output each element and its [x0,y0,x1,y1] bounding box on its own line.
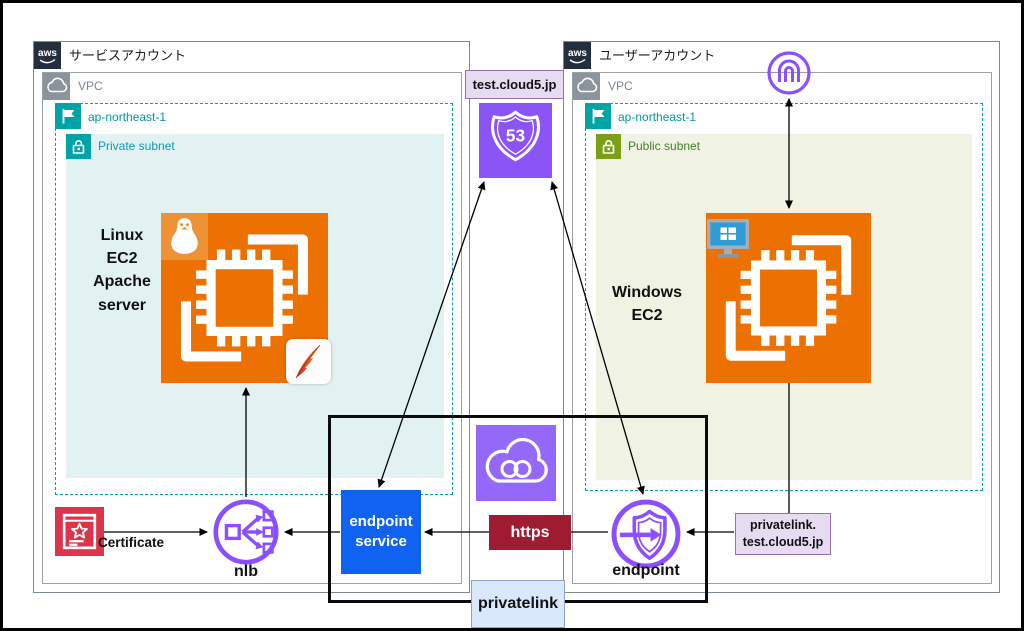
https-label: https [510,523,550,541]
vpc-cloud-icon [573,73,600,100]
public-subnet-label: Public subnet [628,139,701,153]
private-subnet-lock-icon [66,134,91,159]
certificate-label: Certificate [98,535,165,550]
apache-feather-icon [286,339,331,384]
windows-ec2-label: Windows EC2 [611,284,683,325]
private-subnet-label: Private subnet [98,139,175,153]
linux-tux-icon [161,213,208,260]
privatelink-group-label: privatelink [471,580,565,628]
windows-logo-icon [704,217,754,263]
vpc-cloud-icon [43,73,70,100]
https-label-box: https [489,515,571,550]
nlb-label: nlb [234,563,258,580]
ec2-chip-icon [725,235,852,361]
route53-badge-text: 53 [506,126,525,146]
svg-text:aws: aws [38,48,57,59]
internet-gateway-icon [767,51,811,95]
vpc-endpoint-icon [610,498,682,570]
vpc-label: VPC [608,79,633,93]
vpc-label: VPC [78,79,103,93]
aws-logo-icon: aws [34,42,61,69]
linux-ec2-instance [161,213,331,384]
route53-shield-icon: 53 [479,103,552,178]
windows-ec2-instance [706,213,871,383]
endpoint-label: endpoint [612,562,680,579]
user-account-title: ユーザーアカウント [599,48,716,63]
certificate-icon [55,507,104,556]
region-flag-icon [55,103,81,129]
linux-ec2-label: Linux EC2 Apache server [93,227,151,314]
region-label: ap-northeast-1 [88,110,167,124]
route53-domain-label: test.cloud5.jp [465,70,564,99]
privatelink-domain-label: privatelink. test.cloud5.jp [735,513,831,555]
privatelink-cloud-icon [476,425,556,501]
ec2-chip-icon [181,234,308,362]
aws-logo-icon: aws [564,42,591,69]
endpoint-service-box: endpoint service [341,490,421,574]
region-label: ap-northeast-1 [618,110,697,124]
service-account-title: サービスアカウント [69,48,187,63]
public-subnet-lock-icon [596,134,621,159]
svg-text:aws: aws [568,48,587,59]
region-flag-icon [585,103,611,129]
network-load-balancer-icon [212,498,280,566]
